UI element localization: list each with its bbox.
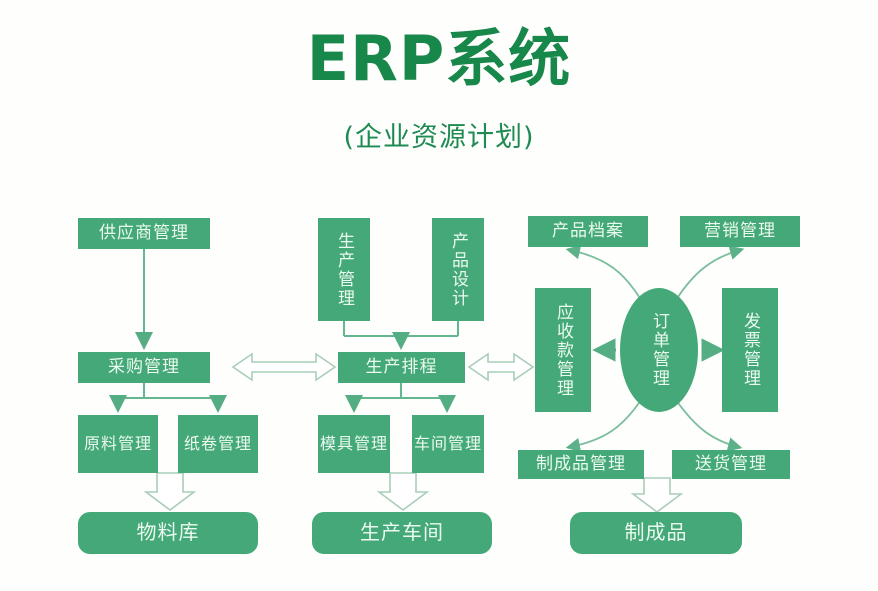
node-invoice-management[interactable]: 发票管理 (722, 288, 778, 412)
node-purchase-management[interactable]: 采购管理 (78, 352, 210, 383)
node-marketing-management[interactable]: 营销管理 (680, 216, 800, 247)
node-order-management[interactable]: 订单管理 (620, 288, 698, 412)
node-workshop-management[interactable]: 车间管理 (412, 415, 484, 473)
node-production-scheduling[interactable]: 生产排程 (338, 352, 465, 383)
node-order-management-label: 订单管理 (649, 312, 670, 388)
node-product-archive[interactable]: 产品档案 (528, 216, 648, 247)
node-finished-goods-management[interactable]: 制成品管理 (518, 450, 644, 479)
page-subtitle: (企业资源计划) (343, 122, 535, 153)
node-product-design[interactable]: 产品设计 (432, 218, 484, 321)
node-material-management[interactable]: 原料管理 (78, 415, 158, 473)
node-production-workshop[interactable]: 生产车间 (312, 512, 492, 554)
node-mold-management[interactable]: 模具管理 (318, 415, 390, 473)
node-paper-roll-management[interactable]: 纸卷管理 (178, 415, 258, 473)
node-supplier-management[interactable]: 供应商管理 (78, 218, 210, 249)
node-production-management[interactable]: 生产管理 (318, 218, 370, 321)
page-title: ERP系统 (306, 22, 572, 95)
node-material-warehouse[interactable]: 物料库 (78, 512, 258, 554)
node-delivery-management[interactable]: 送货管理 (672, 450, 790, 479)
node-finished-goods[interactable]: 制成品 (570, 512, 742, 554)
node-receivable-management[interactable]: 应收款管理 (535, 288, 591, 412)
